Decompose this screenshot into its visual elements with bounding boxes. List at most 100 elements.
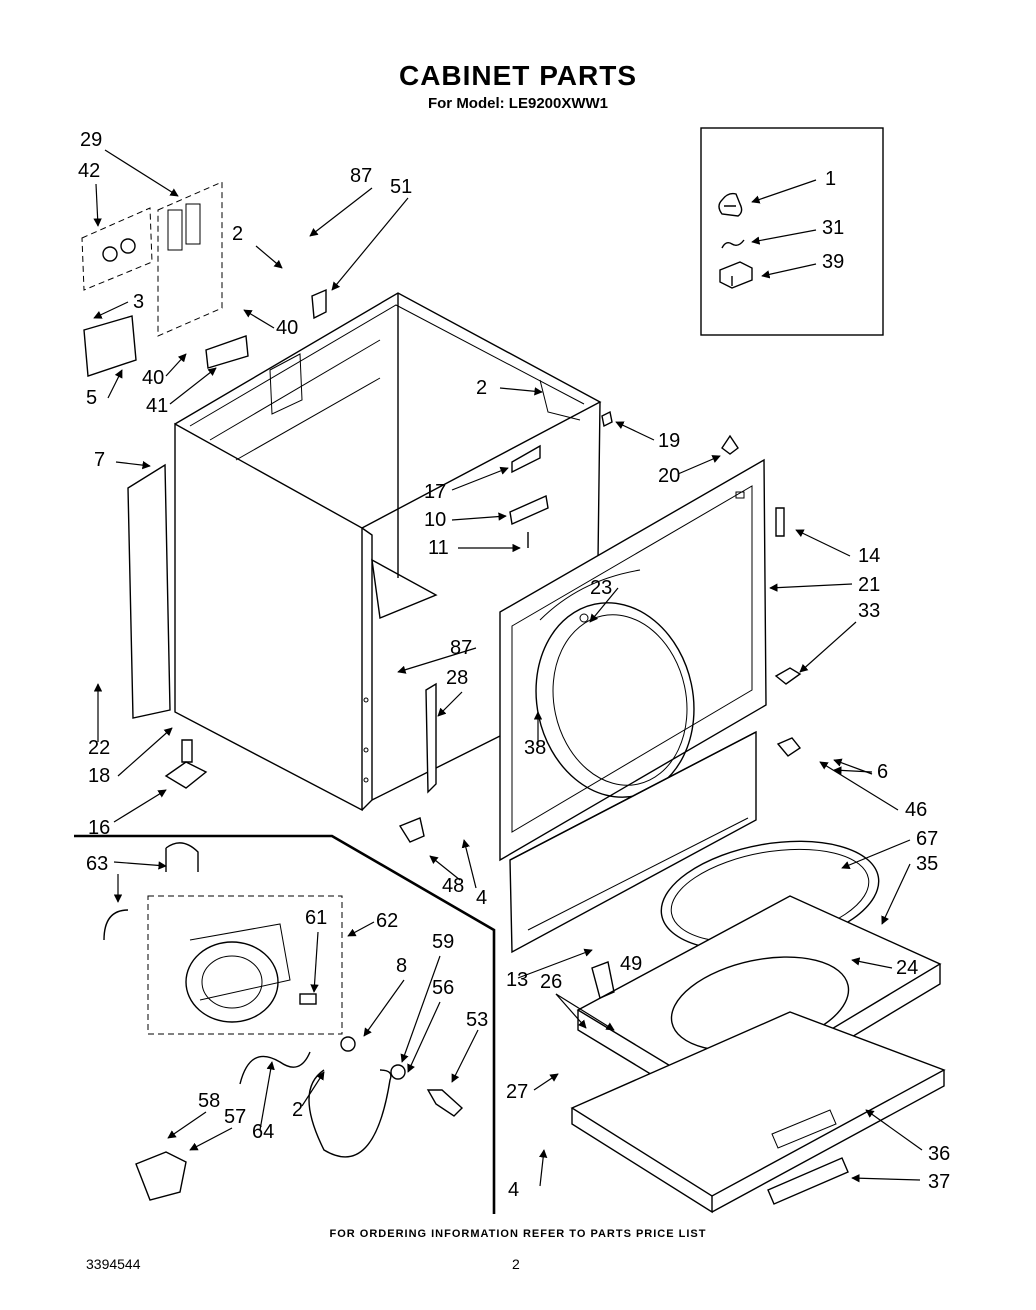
callout-c1: 1: [825, 168, 836, 190]
leader-lines: [93, 149, 923, 1187]
part-48-shape: [398, 817, 425, 843]
callout-c36: 36: [928, 1143, 950, 1165]
leader-line: [751, 179, 817, 204]
callout-c33: 33: [858, 600, 880, 622]
leader-line: [451, 512, 507, 521]
part-26-shape: [591, 961, 615, 999]
callout-c5: 5: [86, 387, 97, 409]
leader-line: [165, 353, 187, 377]
callout-c26: 26: [540, 971, 562, 993]
leader-line: [93, 183, 102, 227]
legs-brackets: [164, 682, 615, 999]
leader-line: [841, 839, 911, 870]
callout-c49: 49: [620, 953, 642, 975]
callout-c2c: 2: [292, 1099, 303, 1121]
model-subtitle: For Model: LE9200XWW1: [427, 95, 609, 112]
callout-c42: 42: [78, 160, 100, 182]
callout-c4b: 4: [508, 1179, 519, 1201]
callout-c17: 17: [424, 481, 446, 503]
callout-c87a: 87: [350, 165, 372, 187]
leader-line: [677, 455, 721, 475]
callout-c2a: 2: [232, 223, 243, 245]
motor-assembly: [103, 842, 464, 1201]
control-parts: [81, 181, 327, 377]
callout-c40b: 40: [142, 367, 164, 389]
leader-line: [331, 197, 409, 291]
leader-line: [107, 369, 123, 399]
callout-c31: 31: [822, 217, 844, 239]
leader-line: [310, 931, 319, 993]
leader-line: [169, 367, 217, 405]
callout-c67: 67: [916, 828, 938, 850]
callout-c28: 28: [446, 667, 468, 689]
part-33-shape: [774, 667, 802, 685]
callout-c27: 27: [506, 1081, 528, 1103]
leader-line: [851, 1174, 921, 1183]
callout-c58: 58: [198, 1090, 220, 1112]
part-53-shape: [426, 1089, 464, 1117]
callout-c19: 19: [658, 430, 680, 452]
leader-line: [589, 587, 619, 623]
leader-line: [167, 1111, 207, 1139]
part-64-shape: [239, 1051, 311, 1085]
main-cabinet: [174, 292, 602, 812]
leader-line: [400, 955, 441, 1063]
leader-line: [189, 1127, 233, 1151]
callout-c51: 51: [390, 176, 412, 198]
part-37-shape: [767, 1157, 849, 1205]
part-59-shape: [308, 1069, 392, 1158]
leader-line: [363, 979, 405, 1037]
callout-c48: 48: [442, 875, 464, 897]
page-number: 2: [512, 1256, 520, 1272]
leader-line: [309, 187, 373, 237]
leader-line: [538, 1149, 548, 1187]
leader-line: [407, 1001, 441, 1073]
part-46-shape: [776, 737, 802, 757]
leader-line: [259, 1061, 275, 1131]
callout-c4a: 4: [476, 887, 487, 909]
part-31-shape: [721, 239, 745, 249]
leader-line: [819, 761, 899, 811]
part-1-shape: [718, 192, 743, 217]
leader-line: [533, 1073, 559, 1091]
door-switch-parts: [509, 410, 802, 757]
callout-c10: 10: [424, 509, 446, 531]
callout-c38: 38: [524, 737, 546, 759]
callout-c61: 61: [305, 907, 327, 929]
callout-c8: 8: [396, 955, 407, 977]
callout-c16: 16: [88, 817, 110, 839]
leader-line: [347, 921, 375, 937]
part-63-shape: [165, 842, 199, 872]
callout-c41: 41: [146, 395, 168, 417]
leader-line: [761, 263, 817, 279]
callout-c6: 6: [877, 761, 888, 783]
leader-line: [751, 229, 817, 245]
callout-c56: 56: [432, 977, 454, 999]
leader-line: [555, 993, 615, 1031]
callout-c37: 37: [928, 1171, 950, 1193]
leader-line: [451, 466, 509, 491]
leader-line: [555, 993, 587, 1029]
ordering-note: FOR ORDERING INFORMATION REFER TO PARTS …: [329, 1228, 707, 1240]
callout-c7: 7: [94, 449, 105, 471]
leader-line: [255, 245, 283, 269]
callout-c24: 24: [896, 957, 918, 979]
leader-line: [795, 529, 851, 557]
leader-line: [437, 691, 463, 717]
callout-c39: 39: [822, 251, 844, 273]
leader-line: [113, 861, 167, 870]
callout-c57: 57: [224, 1106, 246, 1128]
callout-c59: 59: [432, 931, 454, 953]
part-14-shape: [775, 507, 785, 537]
leader-line: [104, 149, 179, 197]
leader-line: [93, 301, 129, 319]
leader-line: [117, 727, 173, 777]
callout-c62: 62: [376, 910, 398, 932]
part-28-shape: [425, 682, 437, 794]
callout-c20: 20: [658, 465, 680, 487]
callout-c2b: 2: [476, 377, 487, 399]
leader-line: [865, 1109, 923, 1151]
callout-c46: 46: [905, 799, 927, 821]
leader-line: [881, 863, 911, 925]
